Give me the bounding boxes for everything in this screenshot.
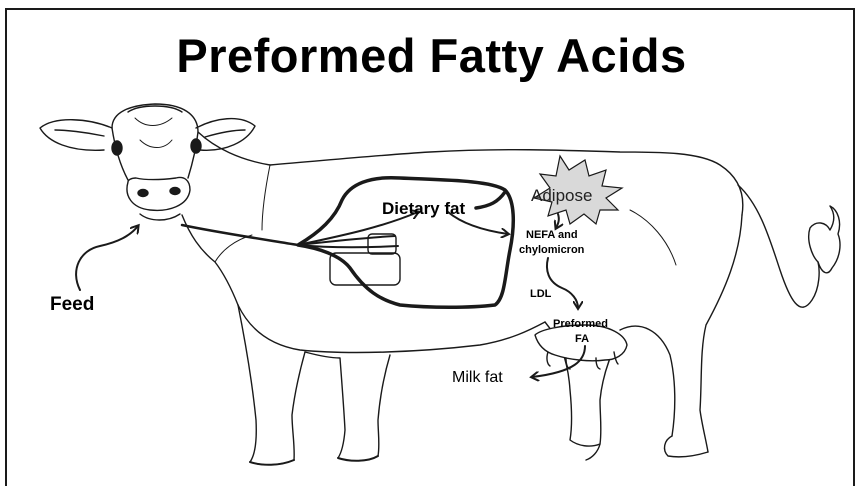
- adipose-label: Adipose: [531, 186, 592, 206]
- cow-head: [112, 104, 198, 178]
- cow-right-eye: [191, 139, 201, 153]
- cow-left-eye: [112, 141, 122, 155]
- nefa-to-preformed-arrow: [547, 258, 578, 308]
- adipose-to-nefa-arrow: [556, 214, 559, 228]
- esophagus-line: [182, 225, 298, 245]
- preformed-label: Preformed: [553, 318, 608, 330]
- chylomicron-label: chylomicron: [519, 244, 584, 256]
- feed-label: Feed: [50, 294, 94, 316]
- cow-belly: [238, 305, 545, 352]
- ldl-label: LDL: [530, 288, 551, 300]
- cow-muzzle: [127, 178, 190, 211]
- preformed-fa-label: FA: [575, 333, 589, 345]
- cow-front-leg: [238, 305, 305, 465]
- milk-fat-label: Milk fat: [452, 369, 503, 387]
- dietary-fat-label: Dietary fat: [382, 199, 465, 219]
- nefa-label: NEFA and: [526, 229, 578, 241]
- cow-outline: [40, 104, 840, 465]
- cow-tail: [738, 185, 819, 307]
- cow-right-ear: [196, 119, 255, 151]
- digestive-tract: [182, 178, 513, 308]
- feed-arrow: [76, 226, 138, 290]
